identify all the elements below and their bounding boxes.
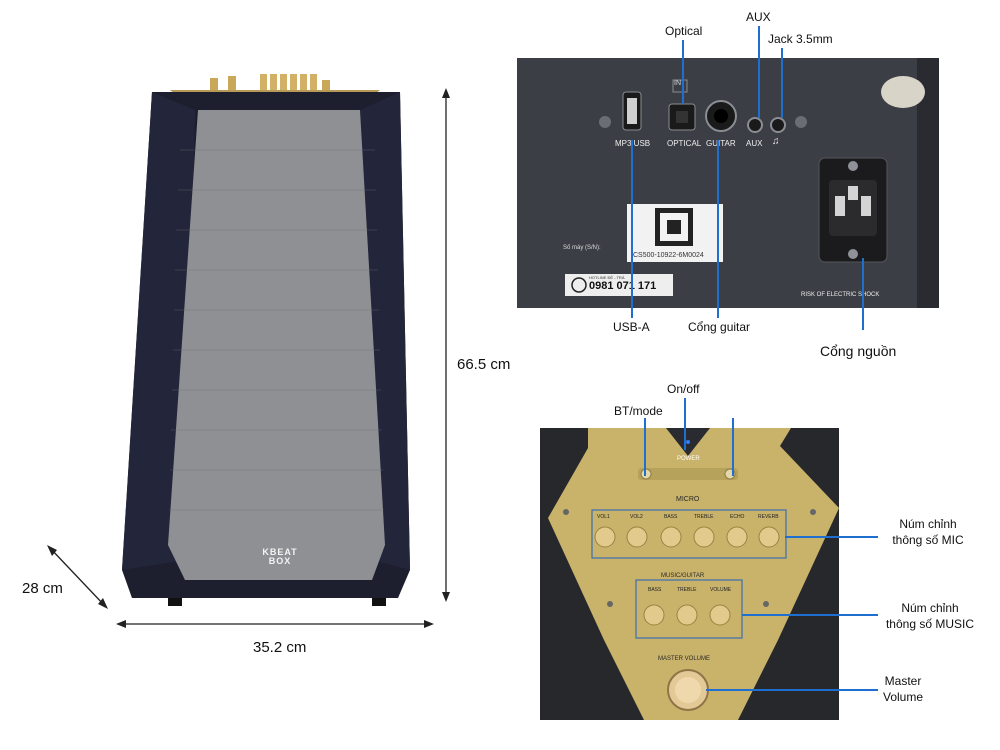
callout-mic-line2: thông số MIC: [892, 533, 964, 547]
port-label-optical: OPTICAL: [667, 139, 702, 148]
speaker-product: KBEAT BOX: [110, 70, 430, 610]
depth-dimension: 28 cm: [22, 580, 63, 597]
callout-master-line2: Volume: [882, 690, 924, 704]
callout-master-line1: Master: [884, 674, 922, 688]
hotline-number: 0981 071 171: [589, 280, 657, 292]
callout-onoff: On/off: [667, 382, 700, 396]
logo-bottom-text: BOX: [268, 556, 292, 566]
serial-label: Số máy (S/N):: [563, 245, 601, 251]
music-title: MUSIC/GUITAR: [661, 573, 705, 579]
top-knobs: [210, 74, 330, 90]
music-knob-label-3: VOLUME: [710, 587, 732, 593]
shock-warning: RISK OF ELECTRIC SHOCK: [801, 292, 880, 298]
callout-usb: USB-A: [613, 320, 650, 334]
callout-mic-line1: Núm chỉnh: [899, 517, 957, 531]
callout-btmode: BT/mode: [614, 404, 663, 418]
micro-title: MICRO: [676, 496, 700, 503]
control-panel: POWER MICRO VOL1 VOL2 BASS TREBLE ECHO R…: [540, 428, 839, 720]
port-label-guitar: GUITAR: [706, 139, 736, 148]
callout-jack: Jack 3.5mm: [768, 32, 833, 46]
back-panel: IN MP3 USB OPTICAL GUITAR AUX ♫ Số máy (…: [517, 58, 939, 308]
port-label-in: IN: [674, 80, 681, 87]
speaker-illustration: [122, 74, 410, 606]
callout-aux: AUX: [746, 10, 771, 24]
callout-guitar: Cổng guitar: [688, 320, 751, 334]
callout-music-line2: thông số MUSIC: [885, 617, 975, 631]
callout-power: Cổng nguồn: [820, 343, 897, 359]
headphone-icon: ♫: [772, 136, 780, 147]
callout-music-line1: Núm chỉnh: [901, 601, 959, 615]
callout-music-knobs: Núm chỉnh thông số MUSIC: [875, 600, 985, 632]
logo-top-text: KBEAT: [262, 547, 298, 557]
serial-number: CS500-10922-6M0024: [633, 252, 704, 259]
back-panel-illustration: [517, 58, 939, 308]
port-label-aux: AUX: [746, 139, 763, 148]
callout-mic-knobs: Núm chỉnh thông số MIC: [878, 516, 978, 548]
speaker-grille: [168, 110, 385, 580]
speaker-logo: KBEAT BOX: [252, 548, 308, 566]
mic-knob-label-6: REVERB: [758, 514, 779, 520]
height-dimension: 66.5 cm: [457, 356, 511, 373]
aux-port: [747, 117, 763, 133]
mic-knob-label-1: VOL1: [597, 514, 610, 520]
mic-knob-label-3: BASS: [664, 514, 678, 520]
master-volume-title: MASTER VOLUME: [658, 656, 711, 662]
music-knob-label-2: TREBLE: [677, 587, 697, 593]
width-dimension: 35.2 cm: [253, 639, 307, 656]
callout-master-volume: Master Volume: [873, 673, 933, 705]
mic-knob-label-2: VOL2: [630, 514, 643, 520]
mic-knob-label-5: ECHO: [730, 514, 745, 520]
headphone-port: [770, 117, 786, 133]
mic-knob-label-4: TREBLE: [694, 514, 714, 520]
power-label: POWER: [677, 456, 700, 462]
music-knob-label-1: BASS: [648, 587, 662, 593]
callout-optical: Optical: [665, 24, 703, 38]
control-panel-illustration: [540, 428, 839, 720]
hotline-label: HOTLINE ĐỀ - TRÁ: [589, 275, 625, 280]
